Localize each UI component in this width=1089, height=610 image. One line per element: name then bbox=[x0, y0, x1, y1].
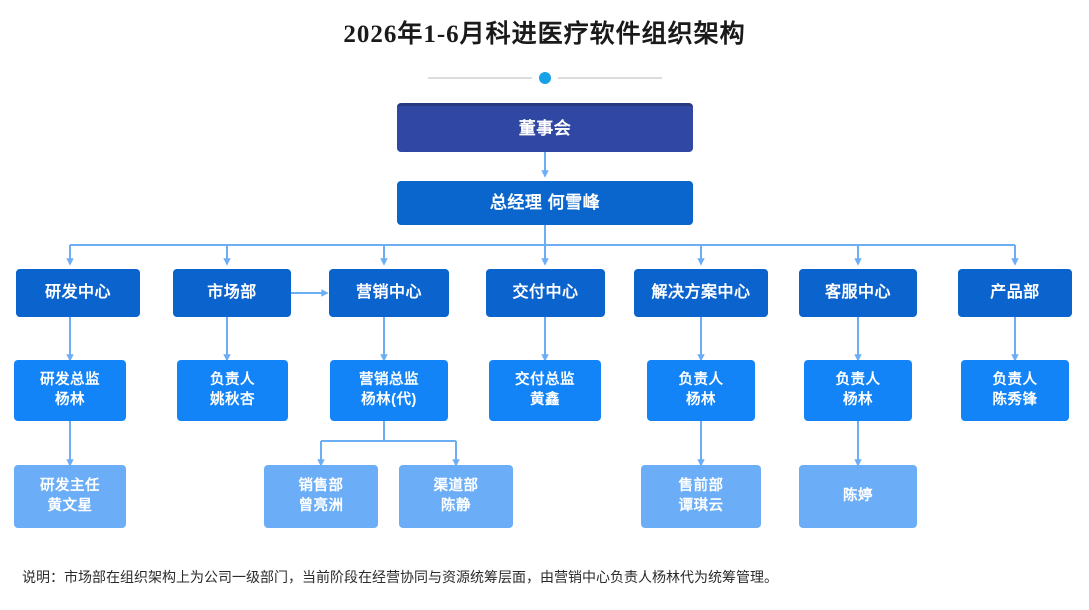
node-lead-marketing-director[interactable]: 营销总监 杨林(代) bbox=[330, 360, 448, 421]
node-general-manager[interactable]: 总经理 何雪峰 bbox=[397, 181, 693, 225]
node-department-sales-center-label: 营销中心 bbox=[355, 284, 422, 302]
node-team-channel[interactable]: 渠道部 陈静 bbox=[399, 465, 513, 528]
node-lead-product-owner[interactable]: 负责人 陈秀锋 bbox=[961, 360, 1069, 421]
page-title: 2026年1-6月科进医疗软件组织架构 bbox=[343, 21, 746, 48]
node-department-delivery[interactable]: 交付中心 bbox=[486, 269, 605, 317]
node-department-market-label: 市场部 bbox=[207, 284, 257, 302]
node-department-customer-service[interactable]: 客服中心 bbox=[799, 269, 917, 317]
divider-dot-icon bbox=[538, 72, 551, 84]
node-team-customer-service-member[interactable]: 陈婷 bbox=[799, 465, 917, 528]
node-board[interactable]: 董事会 bbox=[397, 103, 693, 152]
node-team-presales-title: 售前部 bbox=[678, 478, 724, 495]
node-lead-rd-director-name: 杨林 bbox=[55, 391, 85, 408]
divider-rule-right bbox=[557, 77, 662, 79]
node-team-presales[interactable]: 售前部 谭琪云 bbox=[641, 465, 761, 528]
node-board-label: 董事会 bbox=[518, 118, 572, 138]
node-team-sales-title: 销售部 bbox=[298, 478, 344, 495]
node-team-presales-name: 谭琪云 bbox=[678, 497, 724, 514]
node-lead-market-owner-title: 负责人 bbox=[210, 372, 255, 389]
node-lead-customer-service-owner-title: 负责人 bbox=[835, 372, 881, 389]
node-lead-solution-owner-name: 杨林 bbox=[686, 391, 716, 408]
node-lead-marketing-director-title: 营销总监 bbox=[359, 372, 419, 389]
node-general-manager-label: 总经理 何雪峰 bbox=[489, 192, 601, 212]
node-lead-customer-service-owner-name: 杨林 bbox=[843, 391, 873, 408]
node-lead-rd-director[interactable]: 研发总监 杨林 bbox=[14, 360, 126, 421]
node-department-product-label: 产品部 bbox=[990, 284, 1040, 302]
node-lead-solution-owner-title: 负责人 bbox=[678, 372, 724, 389]
node-team-sales[interactable]: 销售部 曾亮洲 bbox=[264, 465, 378, 528]
footnote-text: 说明：市场部在组织架构上为公司一级部门，当前阶段在经营协同与资源统筹层面，由营销… bbox=[22, 570, 778, 586]
title-divider bbox=[427, 72, 662, 84]
node-department-delivery-label: 交付中心 bbox=[512, 284, 579, 302]
node-team-rd-supervisor-title: 研发主任 bbox=[40, 478, 100, 495]
node-department-solution[interactable]: 解决方案中心 bbox=[634, 269, 768, 317]
node-team-rd-supervisor[interactable]: 研发主任 黄文星 bbox=[14, 465, 126, 528]
node-team-sales-name: 曾亮洲 bbox=[298, 497, 344, 514]
node-department-rd-label: 研发中心 bbox=[44, 284, 111, 302]
node-lead-product-owner-title: 负责人 bbox=[992, 372, 1038, 389]
node-department-customer-service-label: 客服中心 bbox=[824, 284, 891, 302]
node-lead-delivery-director-title: 交付总监 bbox=[515, 372, 575, 389]
node-lead-marketing-director-name: 杨林(代) bbox=[361, 391, 417, 408]
node-team-channel-title: 渠道部 bbox=[433, 478, 479, 495]
node-department-market[interactable]: 市场部 bbox=[173, 269, 291, 317]
divider-rule-left bbox=[427, 77, 532, 79]
node-department-rd[interactable]: 研发中心 bbox=[16, 269, 140, 317]
node-lead-rd-director-title: 研发总监 bbox=[40, 372, 100, 389]
node-department-sales-center[interactable]: 营销中心 bbox=[329, 269, 449, 317]
node-team-rd-supervisor-name: 黄文星 bbox=[47, 497, 93, 514]
node-lead-market-owner-name: 姚秋杏 bbox=[210, 391, 255, 408]
node-department-product[interactable]: 产品部 bbox=[958, 269, 1072, 317]
node-department-solution-label: 解决方案中心 bbox=[651, 284, 751, 302]
node-lead-delivery-director[interactable]: 交付总监 黄鑫 bbox=[489, 360, 601, 421]
node-lead-solution-owner[interactable]: 负责人 杨林 bbox=[647, 360, 755, 421]
node-lead-product-owner-name: 陈秀锋 bbox=[992, 391, 1038, 408]
node-team-channel-name: 陈静 bbox=[441, 497, 471, 514]
node-lead-customer-service-owner[interactable]: 负责人 杨林 bbox=[804, 360, 912, 421]
node-lead-delivery-director-name: 黄鑫 bbox=[530, 391, 560, 408]
node-team-customer-service-member-title: 陈婷 bbox=[843, 487, 873, 504]
node-lead-market-owner[interactable]: 负责人 姚秋杏 bbox=[177, 360, 288, 421]
